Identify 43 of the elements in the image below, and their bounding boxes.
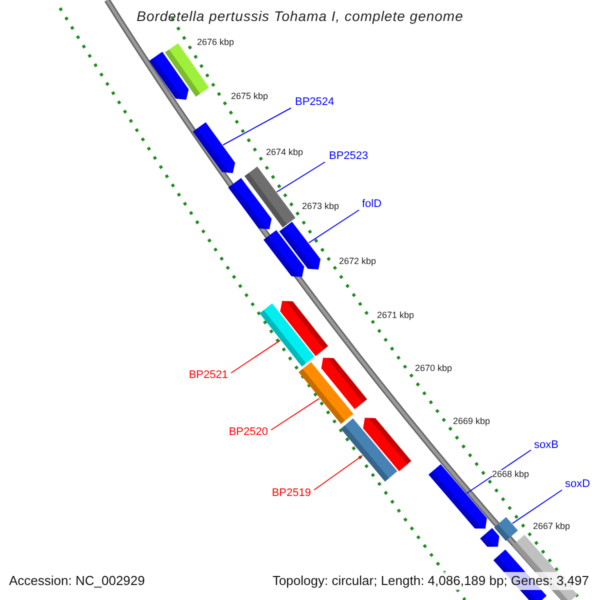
gene-bar [244, 166, 296, 228]
gene-block [321, 358, 368, 410]
leader-line [314, 455, 363, 490]
coordinate-label: 2676 kbp [197, 38, 234, 48]
gene-block [149, 52, 189, 100]
gene-label: soxB [534, 439, 558, 452]
gene-label: BP2520 [228, 426, 268, 438]
gene-label: BP2521 [188, 369, 228, 382]
leader-line [230, 340, 281, 374]
gene-bar [298, 362, 354, 424]
coordinate-label: 2672 kbp [339, 257, 376, 267]
coordinate-label: 2674 kbp [266, 148, 304, 158]
coordinate-label: 2675 kbp [231, 92, 268, 102]
gene-block [279, 222, 320, 270]
accession-label: Accession: NC_002929 [9, 574, 145, 588]
gene-bar [494, 517, 518, 541]
gene-block [228, 178, 272, 230]
gene-bar [260, 303, 314, 367]
gene-block [428, 464, 487, 529]
leader-line [512, 490, 562, 524]
leader-line [466, 450, 532, 494]
coordinate-label: 2671 kbp [377, 311, 414, 321]
gene-block [280, 300, 328, 356]
coordinate-label: 2669 kbp [453, 417, 490, 427]
gene-block [480, 528, 500, 547]
coordinate-label: 2673 kbp [302, 202, 340, 212]
leader-line [276, 162, 326, 192]
gene-label: soxD [565, 478, 590, 490]
gene-label: BP2519 [272, 487, 311, 500]
gene-label: folD [362, 198, 382, 210]
coordinate-label: 2667 kbp [533, 522, 570, 532]
gene-block [363, 418, 412, 472]
leader-line [270, 398, 320, 430]
gene-bar [340, 418, 398, 482]
gene-label: BP2523 [329, 150, 368, 162]
title: Bordetella pertussis Tohama I, complete genome [136, 9, 464, 24]
gene-block [264, 230, 304, 277]
gene-label: BP2524 [295, 96, 334, 108]
coordinate-label: 2668 kbp [492, 470, 530, 480]
leader-line [308, 210, 360, 244]
leader-line [222, 108, 292, 146]
gene-block [192, 122, 236, 174]
coordinate-label: 2670 kbp [415, 364, 452, 374]
